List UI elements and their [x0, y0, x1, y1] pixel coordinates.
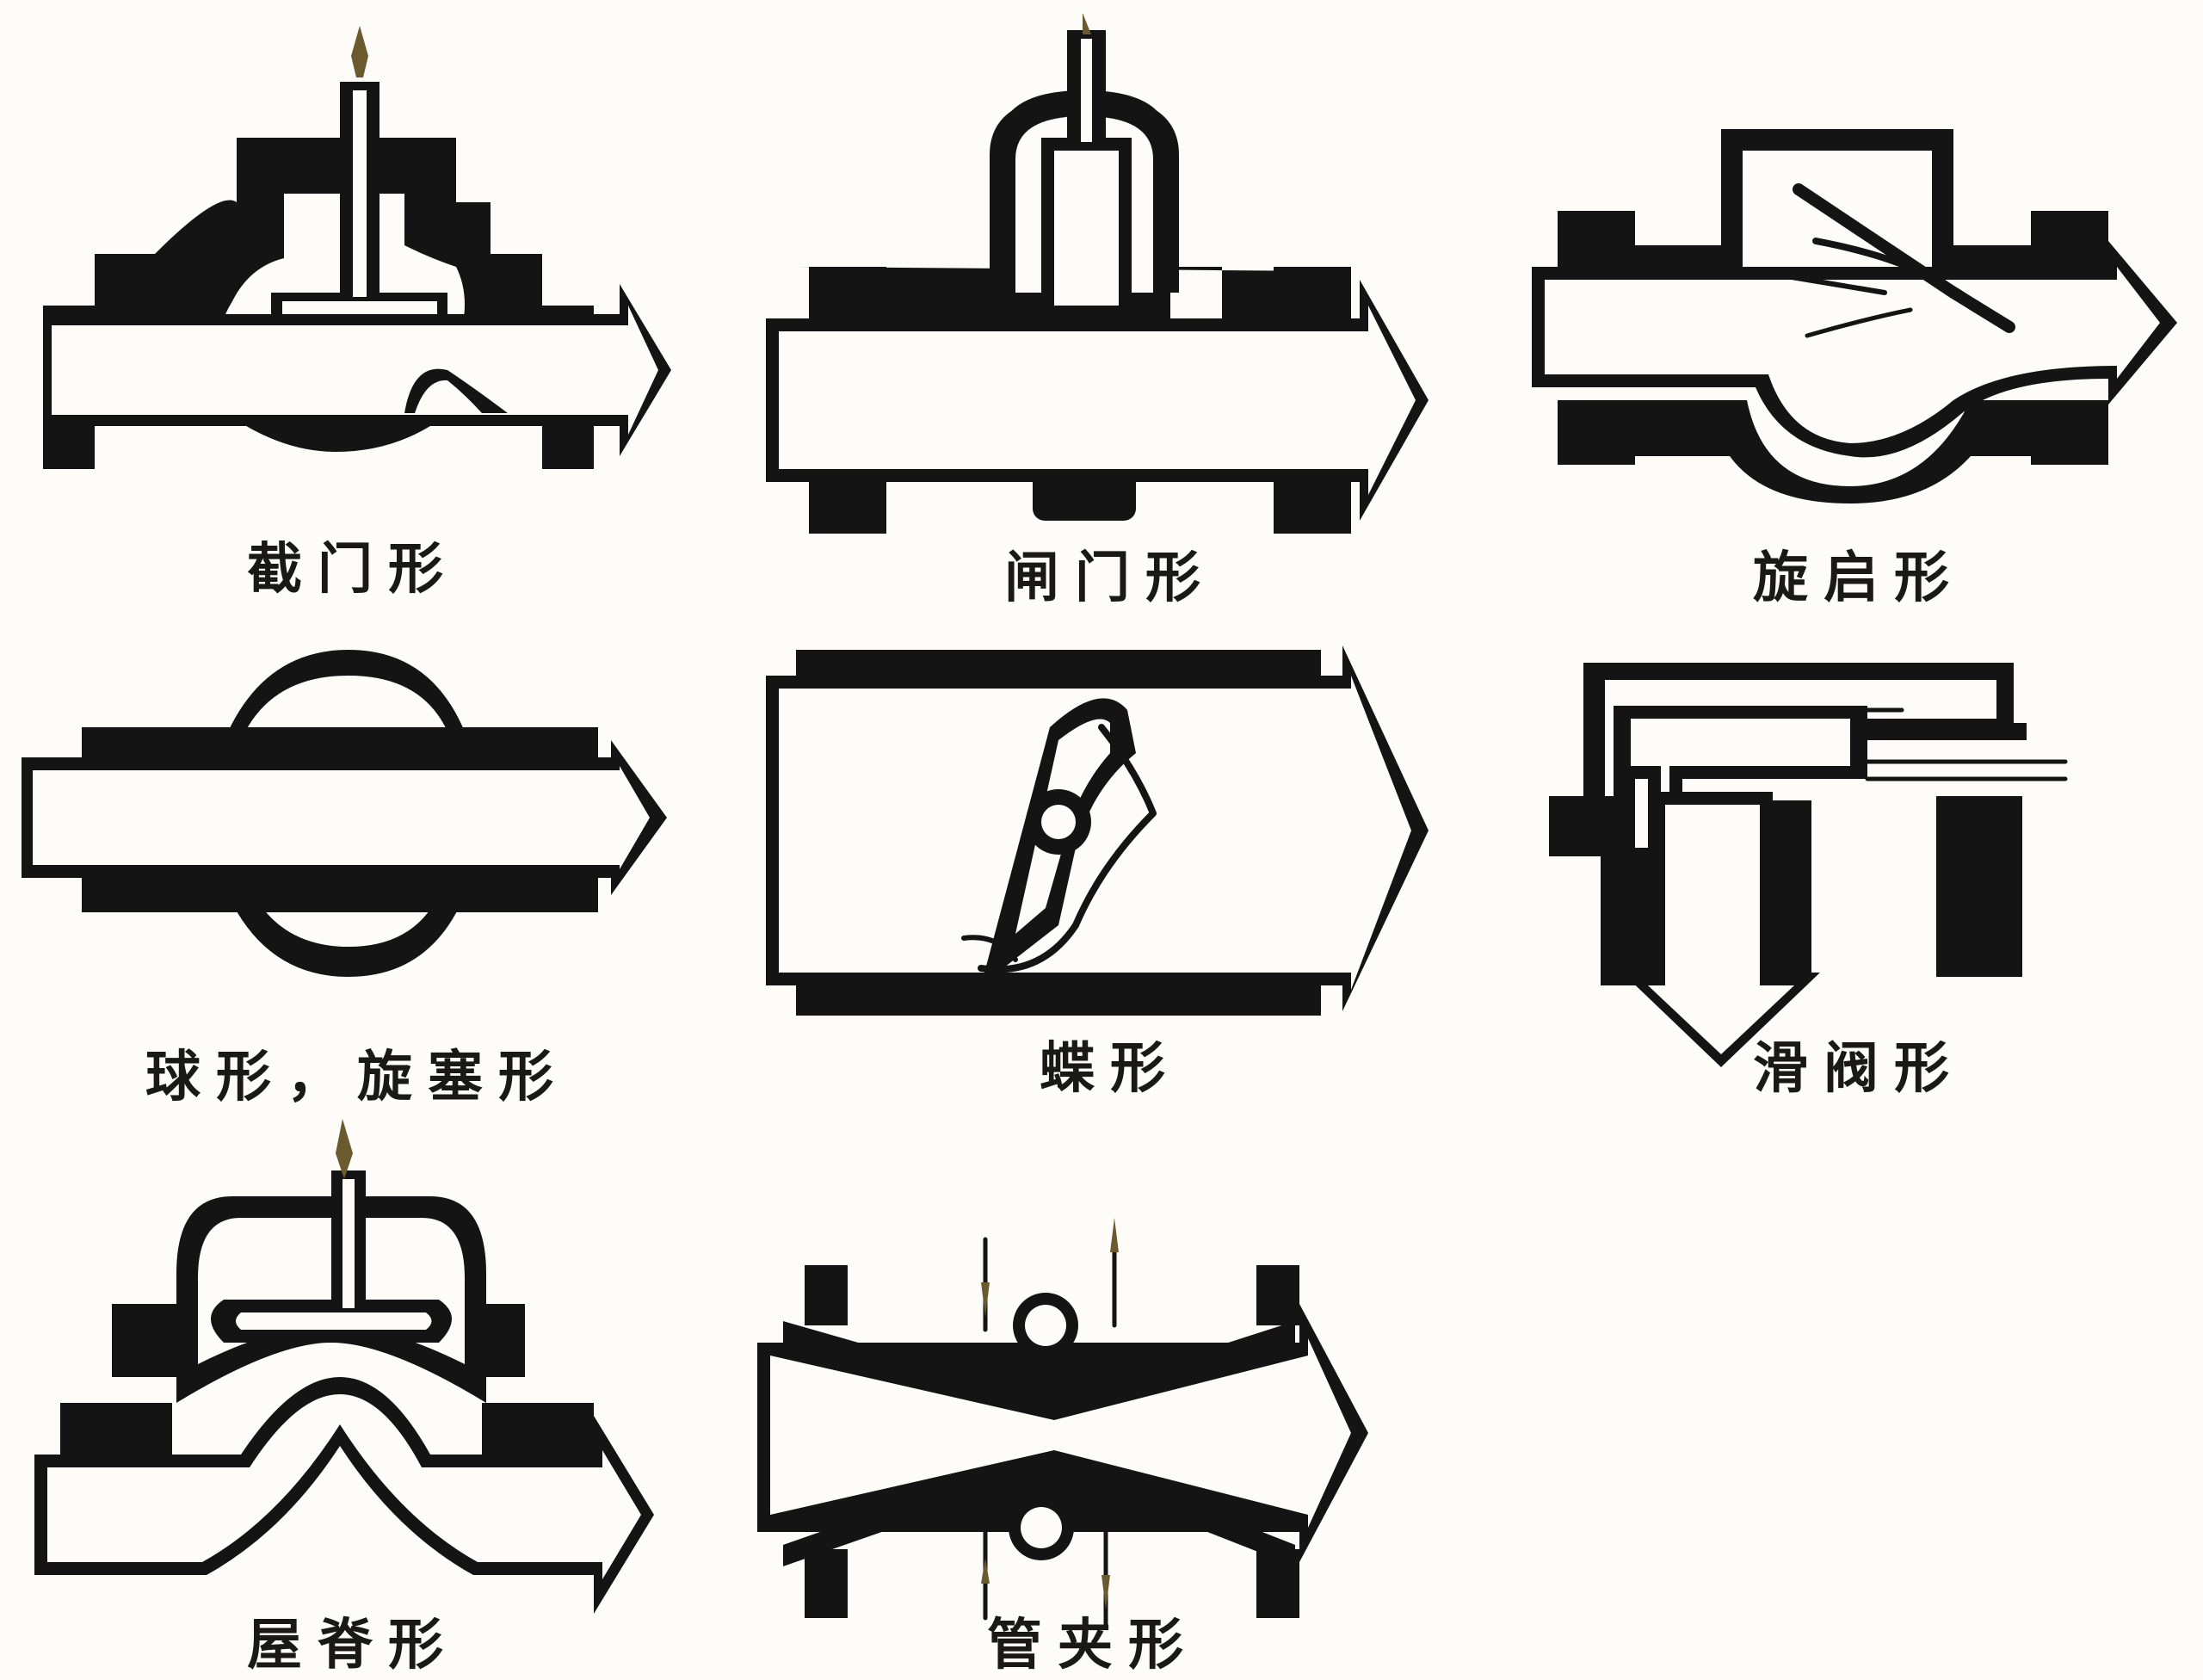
ball-valve-drawing	[22, 650, 667, 977]
ball-valve-label: 球形，旋塞形	[145, 1046, 569, 1109]
gate-valve-drawing	[766, 13, 1429, 534]
pinch-valve-drawing	[757, 1218, 1368, 1629]
globe-valve-figure: 截门形	[26, 9, 680, 602]
butterfly-valve-drawing	[766, 645, 1429, 1016]
slide-valve-label: 滑阀形	[1753, 1037, 1965, 1101]
ball-valve-figure: 球形，旋塞形	[17, 645, 697, 1109]
pinch-valve-figure: 管夹形	[749, 1214, 1437, 1677]
globe-valve-drawing	[43, 26, 671, 469]
slide-valve-figure: 滑阀形	[1549, 663, 2169, 1102]
diaphragm-valve-label: 屋脊形	[247, 1614, 459, 1677]
pinch-valve-label: 管夹形	[987, 1614, 1199, 1677]
slide-valve-drawing	[1549, 663, 2068, 1067]
diaphragm-valve-figure: 屋脊形	[26, 1119, 680, 1677]
diaphragm-valve-drawing	[34, 1119, 654, 1614]
gate-valve-figure: 闸门形	[757, 9, 1463, 610]
butterfly-valve-figure: 蝶形	[757, 641, 1463, 1106]
swing-check-valve-drawing	[1532, 129, 2177, 503]
swing-check-valve-label: 旋启形	[1753, 547, 1965, 610]
globe-valve-label: 截门形	[247, 538, 459, 602]
butterfly-valve-label: 蝶形	[1040, 1037, 1181, 1101]
swing-check-valve-figure: 旋启形	[1523, 103, 2194, 610]
gate-valve-label: 闸门形	[1004, 547, 1216, 610]
